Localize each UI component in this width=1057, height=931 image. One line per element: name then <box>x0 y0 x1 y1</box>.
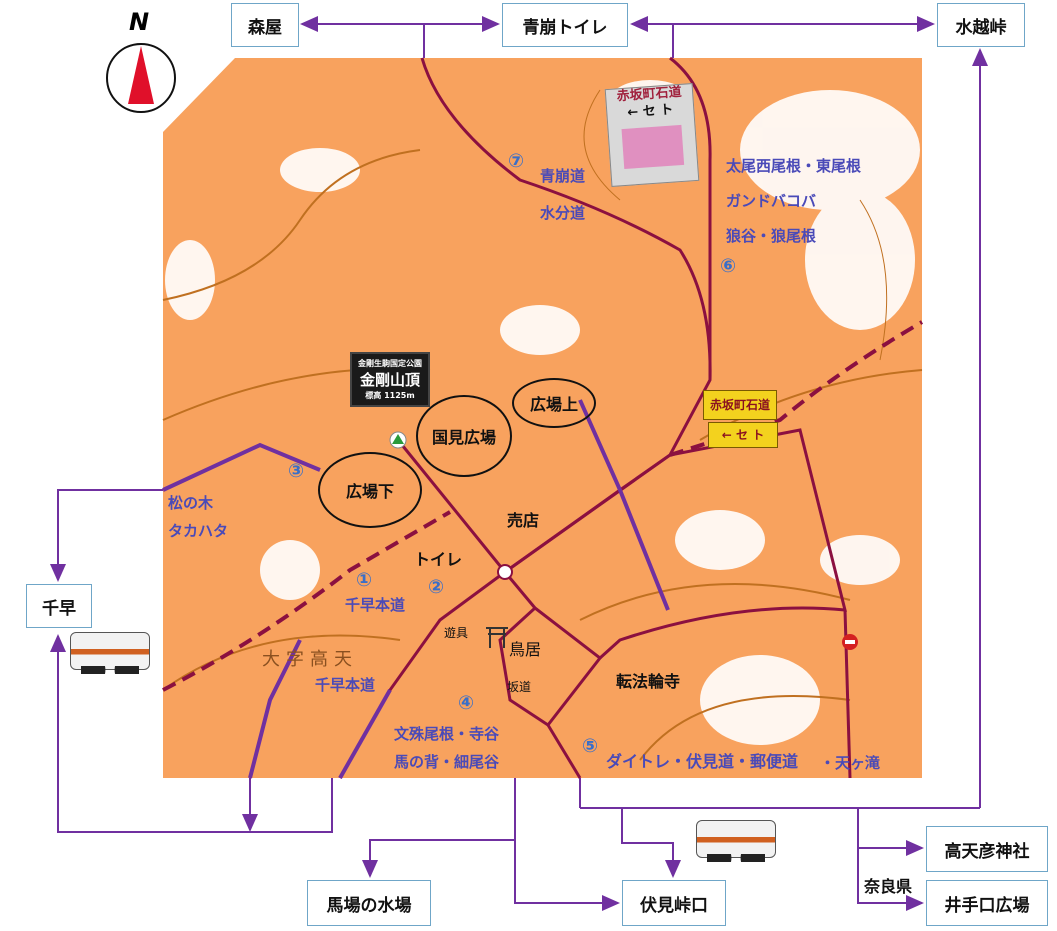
contours <box>162 89 923 761</box>
place-tenporinji: 転法輪寺 <box>616 672 681 691</box>
route-label[interactable]: 青崩道 <box>540 167 586 185</box>
route-label[interactable]: ガンドバコバ <box>726 192 817 210</box>
area-hiroba-ue[interactable]: 広場上 <box>512 378 596 428</box>
akasaka-sign-yellow: 赤坂町石道 <box>703 390 777 420</box>
destination-fushimi-toge[interactable]: 伏見峠口 <box>622 880 726 926</box>
prefecture-boundary <box>162 320 924 692</box>
summit-sign: 金剛生駒国定公園 金剛山頂 標高 1125m <box>350 352 430 407</box>
destination-moriya[interactable]: 森屋 <box>231 3 299 47</box>
route-number: ④ <box>458 692 475 714</box>
route-label[interactable]: タカハタ <box>168 522 229 540</box>
compass-label: N <box>129 8 150 36</box>
route-label[interactable]: 千早本道 <box>345 596 406 614</box>
destination-chihaya[interactable]: 千早 <box>26 584 92 628</box>
route-number: ⑤ <box>582 735 599 757</box>
route-label[interactable]: ダイトレ・伏見道・郵便道 <box>606 752 799 771</box>
route-number: ③ <box>288 460 305 482</box>
nara-label: 奈良県 <box>864 877 913 896</box>
route-label[interactable]: 馬の背・細尾谷 <box>394 753 500 771</box>
akasaka-sign-photo: 赤坂町石道← セ ト <box>604 83 700 187</box>
route-label[interactable]: 文殊尾根・寺谷 <box>394 725 500 743</box>
route-number: ① <box>356 569 373 591</box>
destination-baba-mizuba[interactable]: 馬場の水場 <box>307 880 431 926</box>
route-number: ② <box>428 576 445 598</box>
place-sakamichi: 坂道 <box>507 680 532 694</box>
place-oaza: 大字高天 <box>262 649 358 670</box>
route-label[interactable]: 松の木 <box>168 494 214 512</box>
route-label[interactable]: ・天ヶ滝 <box>820 754 881 772</box>
compass-icon <box>106 43 176 113</box>
route-label[interactable]: 千早本道 <box>315 676 376 694</box>
place-toilet: トイレ <box>414 550 463 569</box>
connector-lines <box>50 16 988 911</box>
seto-sign-yellow: ← セ ト <box>708 422 778 448</box>
torii-icon <box>486 627 508 648</box>
destination-takamahiko[interactable]: 高天彦神社 <box>926 826 1048 872</box>
place-baiten: 売店 <box>507 511 540 530</box>
bus-icon <box>696 820 776 862</box>
snow-patches <box>165 80 920 745</box>
route-label[interactable]: 水分道 <box>540 204 586 222</box>
destination-aokuzure-toilet[interactable]: 青崩トイレ <box>502 3 628 47</box>
area-hiroba-shita[interactable]: 広場下 <box>318 452 422 528</box>
route-label[interactable]: 太尾西尾根・東尾根 <box>726 157 862 175</box>
place-torii: 鳥居 <box>509 640 542 659</box>
route-label[interactable]: 狼谷・狼尾根 <box>726 227 817 245</box>
no-entry-icon <box>842 634 858 650</box>
area-kunimi[interactable]: 国見広場 <box>416 395 512 477</box>
place-yugu: 遊具 <box>444 626 469 640</box>
destination-mizukoshi[interactable]: 水越峠 <box>937 3 1025 47</box>
route-number: ⑦ <box>508 150 525 172</box>
bus-icon <box>70 632 150 674</box>
route-number: ⑥ <box>720 255 737 277</box>
junction-marker <box>497 564 513 580</box>
destination-idegichi[interactable]: 井手口広場 <box>926 880 1048 926</box>
purple-routes <box>162 399 670 779</box>
